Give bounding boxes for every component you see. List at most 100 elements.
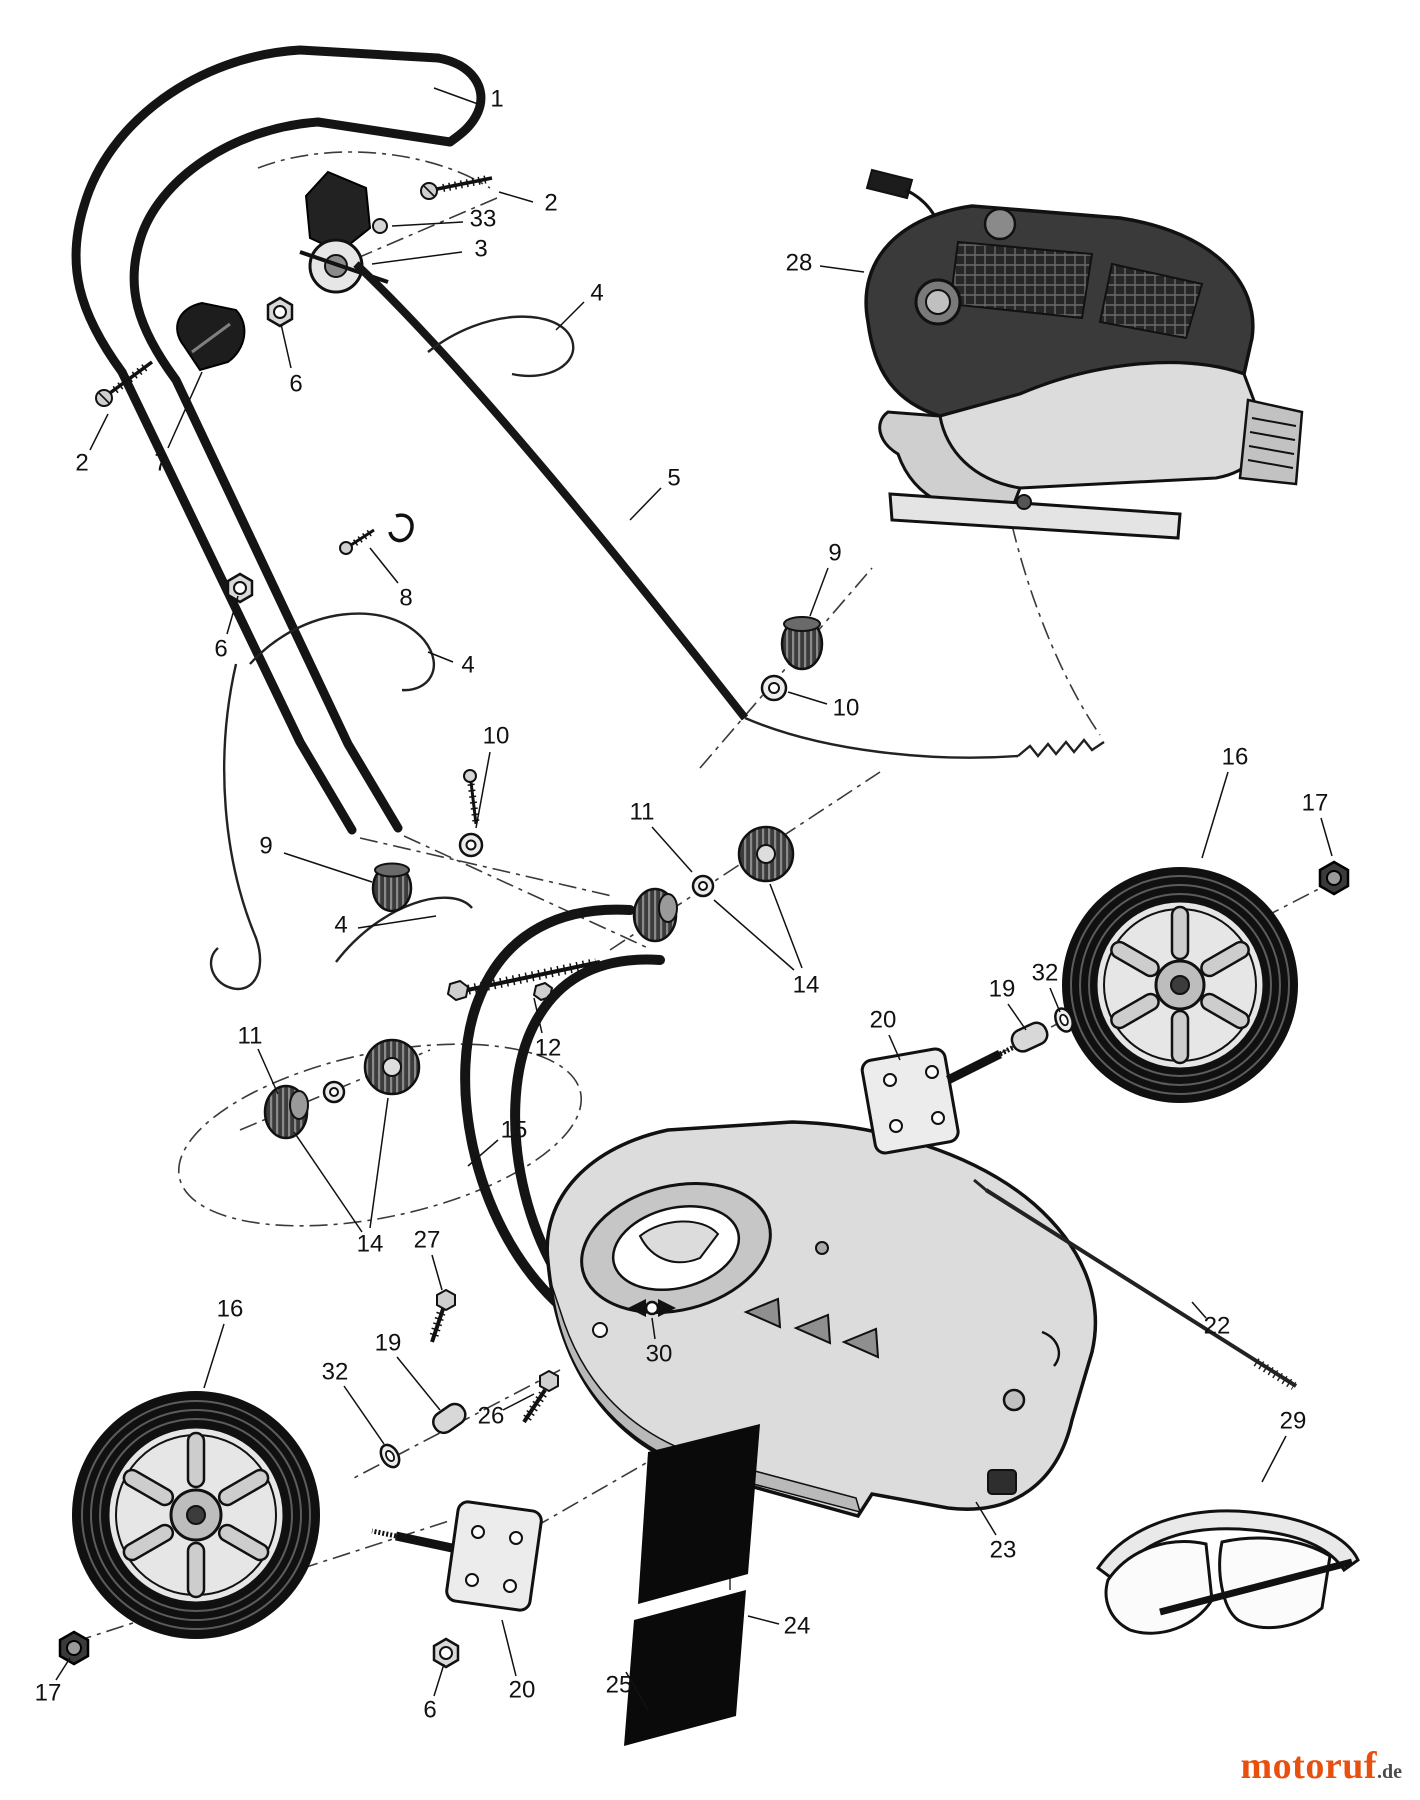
callout-leader-line	[651, 1317, 656, 1340]
nut-17-bottom-left	[58, 1630, 90, 1666]
wheel-bushing-14-left	[363, 1038, 421, 1096]
part-number-callout: 20	[509, 1676, 536, 1703]
rod-22	[973, 1178, 1298, 1390]
callout-leader-line	[433, 1663, 445, 1697]
callout-leader-line	[888, 1034, 901, 1061]
part-number-callout: 22	[1204, 1312, 1231, 1339]
part-number-callout: 30	[646, 1340, 673, 1367]
callout-leader-line	[629, 487, 662, 521]
part-number-callout: 24	[784, 1612, 811, 1639]
wheel-right	[1062, 867, 1298, 1103]
part-number-callout: 32	[1032, 959, 1059, 986]
bushing-9-left	[371, 862, 413, 913]
handle-clamp	[176, 301, 246, 372]
callout-leader-line	[1261, 1435, 1287, 1483]
callout-leader-line	[391, 221, 464, 227]
callout-leader-line	[427, 651, 454, 663]
callout-leader-line	[89, 413, 109, 451]
deck-vents	[743, 1297, 880, 1359]
part-number-callout: 2	[544, 189, 557, 216]
bushing-9-right	[780, 616, 824, 671]
callout-leader-line	[769, 883, 803, 969]
callout-leader-line	[280, 323, 292, 369]
part-number-callout: 11	[238, 1022, 263, 1049]
part-number-callout: 8	[399, 584, 412, 611]
safety-glasses	[1095, 1509, 1360, 1635]
upper-handle	[71, 45, 486, 835]
part-number-callout: 27	[414, 1226, 441, 1253]
watermark: motoruf.de	[1241, 1744, 1402, 1788]
callout-leader-line	[502, 1393, 535, 1411]
part-number-callout: 19	[375, 1329, 402, 1356]
part-number-callout: 17	[1302, 789, 1329, 816]
part-number-callout: 4	[590, 279, 603, 306]
nut-6-top	[266, 296, 294, 328]
bolt-26	[522, 1369, 559, 1424]
part-number-callout: 26	[478, 1402, 505, 1429]
cylinder-fins	[1238, 398, 1304, 486]
callout-leader-line	[369, 1097, 389, 1229]
callout-leader-line	[1201, 771, 1229, 859]
part-number-callout: 4	[461, 651, 474, 678]
callout-leader-line	[55, 1657, 71, 1681]
part-number-callout: 12	[535, 1034, 562, 1061]
callout-leader-line	[283, 852, 373, 883]
bolt-2-top	[420, 175, 493, 200]
callout-leader-line	[625, 1671, 649, 1711]
callout-leader-line	[371, 251, 463, 265]
part-number-callout: 9	[259, 832, 272, 859]
callout-leader-line	[203, 1323, 225, 1389]
part-number-callout: 33	[470, 205, 497, 232]
part-number-callout: 25	[606, 1671, 633, 1698]
washer-32-bottom	[379, 1443, 401, 1469]
part-number-callout: 28	[786, 249, 813, 276]
callout-leader-line	[555, 301, 585, 331]
part-number-callout: 16	[217, 1295, 244, 1322]
callout-leader-line	[713, 899, 795, 971]
callout-leader-line	[433, 87, 479, 105]
part-number-callout: 11	[630, 798, 655, 825]
washer-10-right	[760, 674, 788, 702]
bearing-11-left	[263, 1084, 309, 1140]
callout-leader-line	[343, 1385, 385, 1445]
callout-leader-line	[431, 1254, 443, 1291]
part-number-callout: 16	[1222, 743, 1249, 770]
bolt-2-left	[95, 360, 154, 407]
part-number-callout: 29	[1280, 1407, 1307, 1434]
part-number-callout: 32	[322, 1358, 349, 1385]
callout-leader-line	[651, 826, 693, 873]
callout-leader-line	[533, 997, 543, 1034]
deck-housing	[545, 1120, 1098, 1519]
callout-leader-line	[226, 595, 239, 635]
part-number-callout: 3	[474, 235, 487, 262]
part-30-fitting	[628, 1299, 676, 1317]
throttle-cable	[353, 261, 749, 721]
nut-17-right	[1318, 860, 1350, 896]
part-number-callout: 7	[154, 449, 167, 476]
control-cables	[209, 315, 1105, 991]
callout-leader-line	[1007, 1003, 1027, 1031]
engine-base	[888, 492, 1182, 540]
part-number-callout: 9	[828, 539, 841, 566]
throttle-control	[299, 170, 389, 294]
decal-strip	[624, 1424, 760, 1746]
callout-leader-line	[293, 1131, 363, 1233]
callout-leader-line	[467, 1139, 499, 1167]
part-number-callout: 14	[357, 1230, 384, 1257]
part-number-callout: 17	[35, 1679, 62, 1706]
part-number-callout: 1	[490, 85, 503, 112]
callout-leader-line	[357, 915, 437, 929]
callout-leader-line	[167, 371, 203, 449]
wheel-spokes	[1110, 905, 1250, 1065]
recoil-handle	[865, 168, 914, 200]
part-number-callout: 10	[833, 694, 860, 721]
part-number-callout: 19	[989, 975, 1016, 1002]
wheel-spokes	[122, 1431, 270, 1599]
part-number-callout: 5	[667, 464, 680, 491]
spacer-19-right	[1010, 1021, 1049, 1053]
part-number-callout: 6	[214, 635, 227, 662]
axle-bracket-right	[860, 1043, 1018, 1155]
callout-leader-line	[975, 1501, 997, 1536]
